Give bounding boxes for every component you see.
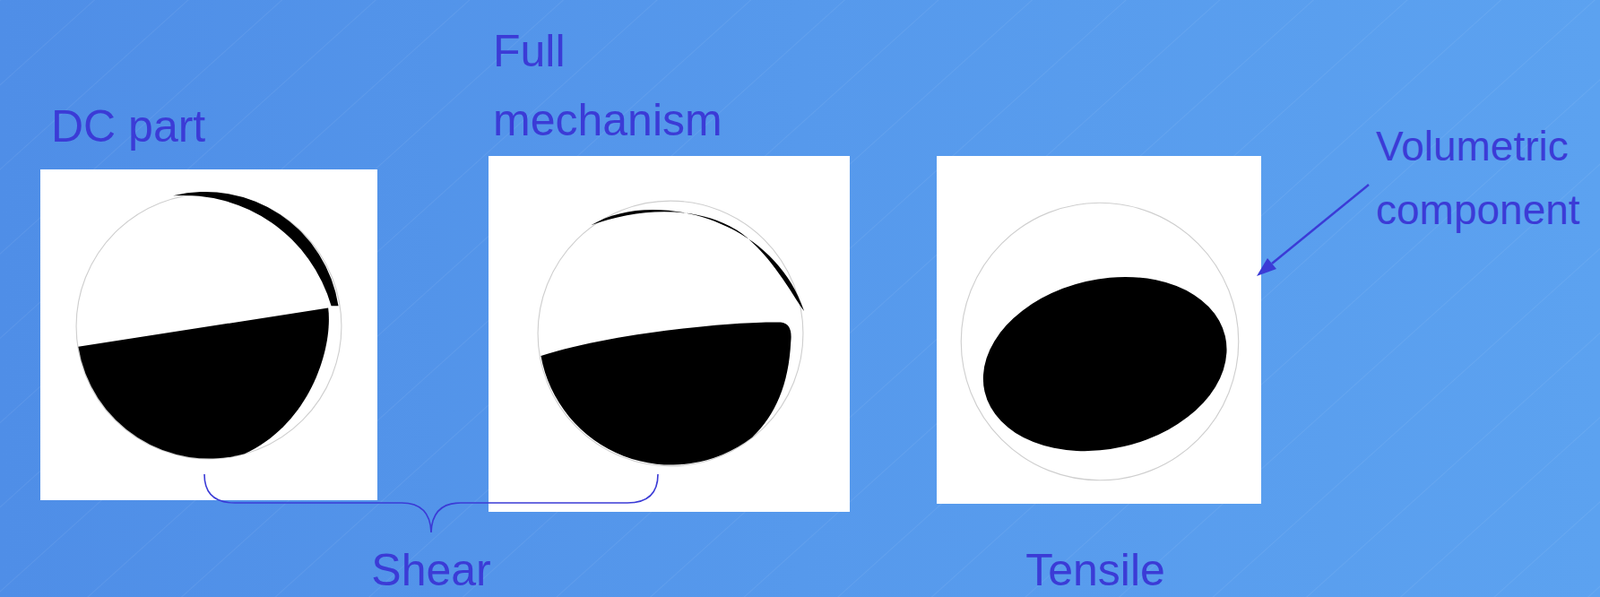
brace [204,474,658,533]
leader-line [1271,184,1369,264]
panel [40,169,378,501]
panel-label: DC part [51,103,206,149]
callout-label: Volumetric component [1375,114,1592,243]
panel-label: Full mechanism [492,17,762,156]
panel [936,155,1262,504]
beachball [537,200,805,467]
beachball [76,191,342,459]
arrowhead [1256,258,1277,277]
group-label: Shear [371,547,491,593]
panel [488,155,850,512]
group-label: Tensile [1025,547,1166,593]
beachball [960,202,1245,481]
